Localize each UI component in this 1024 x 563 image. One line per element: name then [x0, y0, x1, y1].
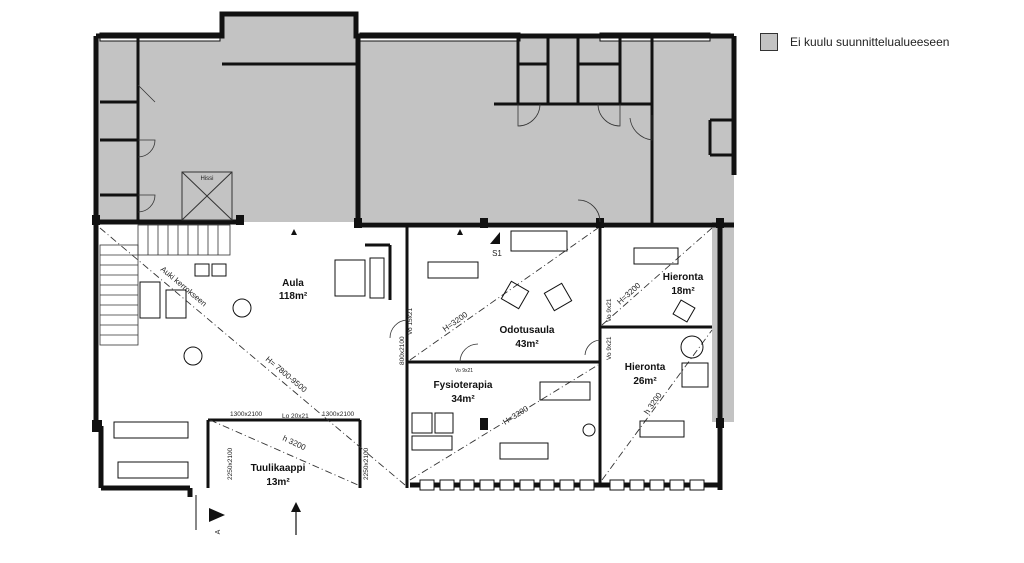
legend-label: Ei kuulu suunnittelualueeseen — [790, 35, 950, 49]
label-tuuli-height: h 3200 — [281, 434, 307, 453]
room-area-hieronta-2: 26m² — [633, 376, 657, 387]
room-name-hieronta-1: Hieronta — [663, 272, 704, 283]
room-area-hieronta-1: 18m² — [671, 286, 695, 297]
label-vo-9x21-mid: Vo 9x21 — [606, 336, 613, 360]
label-hieronta2-height: h 3200 — [642, 390, 664, 416]
room-name-tuulikaappi: Tuulikaappi — [251, 463, 306, 474]
legend-swatch — [760, 33, 778, 51]
label-door-1300-left: 1300x2100 — [230, 411, 263, 418]
inner-walls-lower — [206, 225, 712, 488]
room-name-hieronta-2: Hieronta — [625, 362, 666, 373]
doors — [137, 84, 653, 363]
elevator — [181, 171, 233, 221]
label-vo-9x21-small: Vo 9x21 — [455, 368, 473, 374]
label-vo-15x21: Vo 15x21 — [407, 308, 414, 335]
label-vo-9x21-top: Vo 9x21 — [606, 298, 613, 322]
label-door-2250-left: 2250x2100 — [227, 447, 234, 480]
label-fysio-height: H=3200 — [501, 404, 530, 427]
columns — [92, 215, 724, 432]
bottom-windows — [419, 479, 705, 491]
furniture — [113, 230, 709, 479]
room-area-aula: 118m² — [279, 291, 308, 302]
label-door-lo: Lo 20x21 — [282, 413, 309, 420]
label-hieronta1-height: H=3200 — [615, 281, 642, 307]
room-area-odotusaula: 43m² — [515, 339, 539, 350]
room-area-fysioterapia: 34m² — [451, 394, 475, 405]
room-name-fysioterapia: Fysioterapia — [434, 380, 493, 391]
label-s1: S1 — [492, 249, 502, 258]
label-hissi: Hissi — [201, 176, 214, 182]
label-door-1300-right: 1300x2100 — [322, 411, 355, 418]
room-area-tuulikaappi: 13m² — [266, 477, 290, 488]
label-d-800: 800x2100 — [399, 336, 406, 365]
label-door-2250-right: 2250x2100 — [363, 447, 370, 480]
label-section-a: A — [215, 529, 222, 534]
room-name-aula: Aula — [282, 278, 304, 289]
markers — [209, 229, 500, 522]
label-odotus-height: H=3200 — [441, 310, 470, 334]
entry-arrow-head — [291, 502, 301, 512]
room-name-odotusaula: Odotusaula — [499, 325, 554, 336]
legend: Ei kuulu suunnittelualueeseen — [760, 33, 949, 51]
label-aula-height: H= 7800-9500 — [264, 355, 309, 395]
stairs — [99, 224, 231, 346]
